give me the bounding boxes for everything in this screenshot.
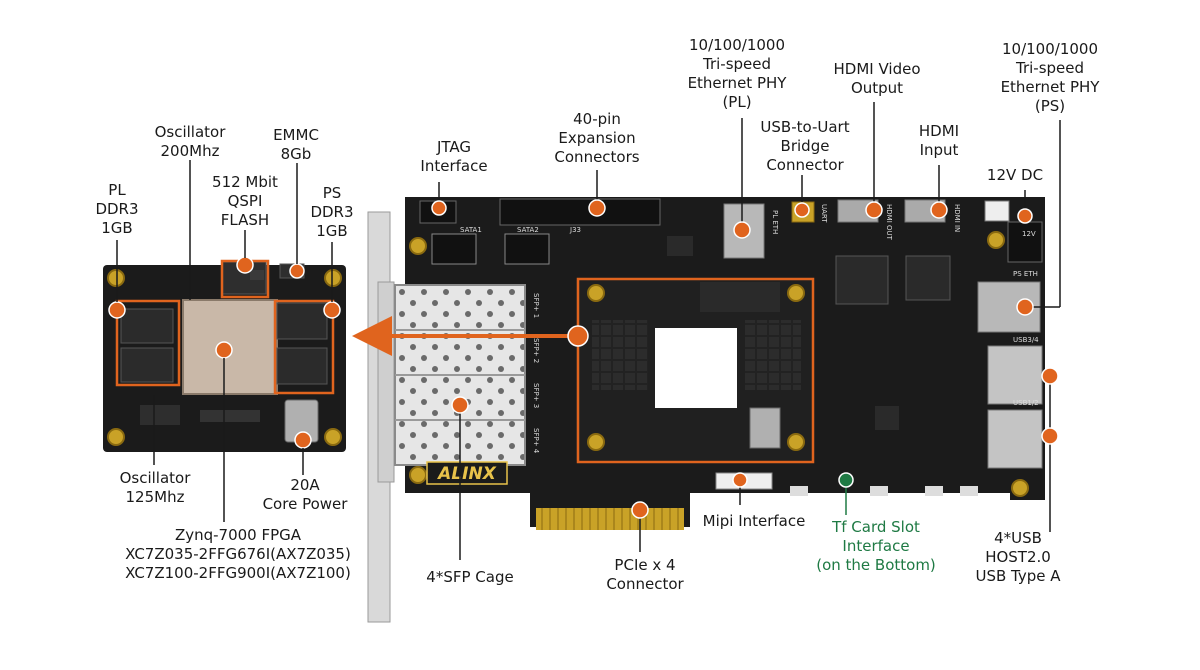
label-core-power: 20A Core Power (262, 476, 348, 513)
label-40pin-expansion: 40-pin Expansion Connectors (554, 110, 640, 166)
label-usb-uart: USB-to-Uart Bridge Connector (760, 118, 850, 174)
label-hdmi-video-output: HDMI Video Output (833, 60, 921, 97)
label-ps-ethernet-phy: 10/100/1000 Tri-speed Ethernet PHY (PS) (1000, 40, 1100, 115)
label-12v-dc: 12V DC (986, 166, 1044, 184)
mark-uart: UART (820, 204, 828, 223)
label-pcie-connector: PCIe x 4 Connector (606, 556, 684, 593)
label-usb-host: 4*USB HOST2.0 USB Type A (975, 529, 1061, 585)
label-jtag: JTAG Interface (420, 138, 488, 175)
mark-usb12: USB1/2 (1013, 399, 1039, 407)
mark-sfp3: SFP+ 3 (532, 383, 540, 408)
core-callout-dots (108, 256, 341, 449)
label-tf-card-slot: Tf Card Slot Interface (on the Bottom) (816, 518, 936, 574)
label-qspi-flash: 512 Mbit QSPI FLASH (212, 173, 278, 229)
label-sfp-cage: 4*SFP Cage (426, 568, 514, 586)
label-pl-ddr3: PL DDR3 1GB (95, 181, 139, 237)
label-mipi-interface: Mipi Interface (702, 512, 806, 530)
label-oscillator-125: Oscillator 125Mhz (119, 469, 191, 506)
brand-text: ALINX (436, 464, 497, 484)
label-ps-ddr3: PS DDR3 1GB (310, 184, 354, 240)
board-marks: SATA1 SATA2 J33 PL ETH UART HDMI OUT HDM… (460, 204, 1039, 454)
mark-sata1: SATA1 (460, 226, 482, 234)
base-board (367, 197, 1045, 623)
mark-sfp2: SFP+ 2 (532, 338, 540, 363)
tf-card-dot (838, 472, 854, 488)
mark-usb34: USB3/4 (1013, 336, 1039, 344)
mark-pl-eth: PL ETH (771, 210, 779, 234)
mark-j33: J33 (569, 226, 581, 234)
alinx-logo: ALINX (426, 461, 508, 485)
mark-hdmi-out: HDMI OUT (885, 204, 893, 241)
mark-ps-eth: PS ETH (1013, 270, 1038, 278)
label-oscillator-200: Oscillator 200Mhz (154, 123, 226, 160)
mark-sfp4: SFP+ 4 (532, 428, 540, 454)
mark-sata2: SATA2 (517, 226, 539, 234)
label-emmc: EMMC 8Gb (273, 126, 319, 163)
module-highlight (576, 277, 815, 464)
base-callout-dots (431, 199, 1059, 519)
label-pl-ethernet-phy: 10/100/1000 Tri-speed Ethernet PHY (PL) (687, 36, 787, 111)
mark-hdmi-in: HDMI IN (953, 204, 961, 232)
mark-12v: 12V (1022, 230, 1036, 238)
core-leaders (116, 160, 333, 522)
mark-sfp1: SFP+ 1 (532, 293, 540, 318)
label-hdmi-input: HDMI Input (918, 122, 960, 159)
label-zynq-fpga: Zynq-7000 FPGA XC7Z035-2FFG676I(AX7Z035)… (125, 526, 351, 582)
